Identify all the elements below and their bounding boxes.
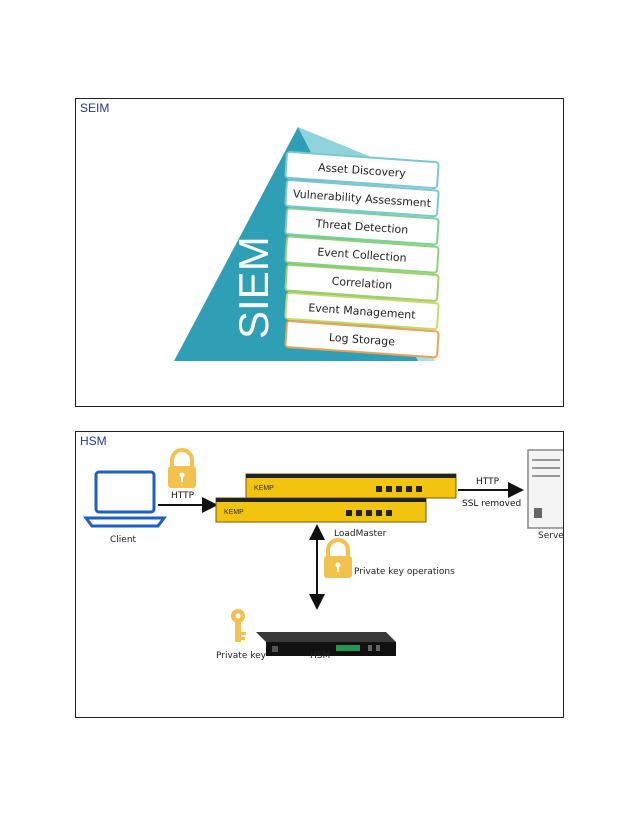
- key-icon: [231, 609, 246, 642]
- client-label: Client: [110, 535, 137, 545]
- siem-layer-1: Asset Discovery: [284, 150, 440, 190]
- laptop-icon: [83, 470, 167, 528]
- http-left-label: HTTP: [171, 491, 195, 501]
- loadmaster-device-back: KEMP: [245, 473, 457, 499]
- lock-icon-client: [168, 448, 196, 488]
- siem-layer-4: Event Collection: [284, 235, 440, 274]
- loadmaster-label: LoadMaster: [334, 529, 387, 539]
- siem-pyramid-label: SIEM: [230, 236, 277, 339]
- lock-icon-hsm: [324, 538, 352, 578]
- siem-layer-5: Correlation: [284, 263, 440, 302]
- hsm-device: [256, 632, 396, 656]
- private-key-operations-label: Private key operations: [354, 567, 455, 577]
- hsm-figure-frame: HSM Client HTTP K: [75, 431, 564, 718]
- ssl-removed-label: SSL removed: [462, 499, 521, 509]
- loadmaster-front-brand: KEMP: [224, 509, 244, 516]
- loadmaster-back-brand: KEMP: [254, 485, 274, 492]
- server-label: Server: [538, 531, 563, 541]
- siem-layer-label: Correlation: [331, 275, 392, 292]
- siem-layer-label: Log Storage: [328, 331, 395, 349]
- siem-layer-6: Event Management: [284, 291, 440, 331]
- private-key-label: Private key: [216, 651, 267, 661]
- server-icon: [527, 449, 563, 529]
- siem-layer-2: Vulnerability Assessment: [284, 179, 440, 218]
- loadmaster-device-front: KEMP: [215, 497, 427, 523]
- seim-title: SEIM: [80, 101, 110, 115]
- siem-layer-3: Threat Detection: [284, 207, 440, 246]
- siem-layer-label: Asset Discovery: [318, 161, 407, 180]
- hsm-title: HSM: [80, 434, 107, 448]
- hsm-diagram: Client HTTP KEMP KEMP: [83, 448, 563, 661]
- hsm-device-label: HSM: [310, 651, 330, 661]
- siem-layer-7: Log Storage: [284, 320, 440, 359]
- siem-layer-label: Event Collection: [317, 245, 407, 264]
- http-right-label: HTTP: [476, 477, 500, 487]
